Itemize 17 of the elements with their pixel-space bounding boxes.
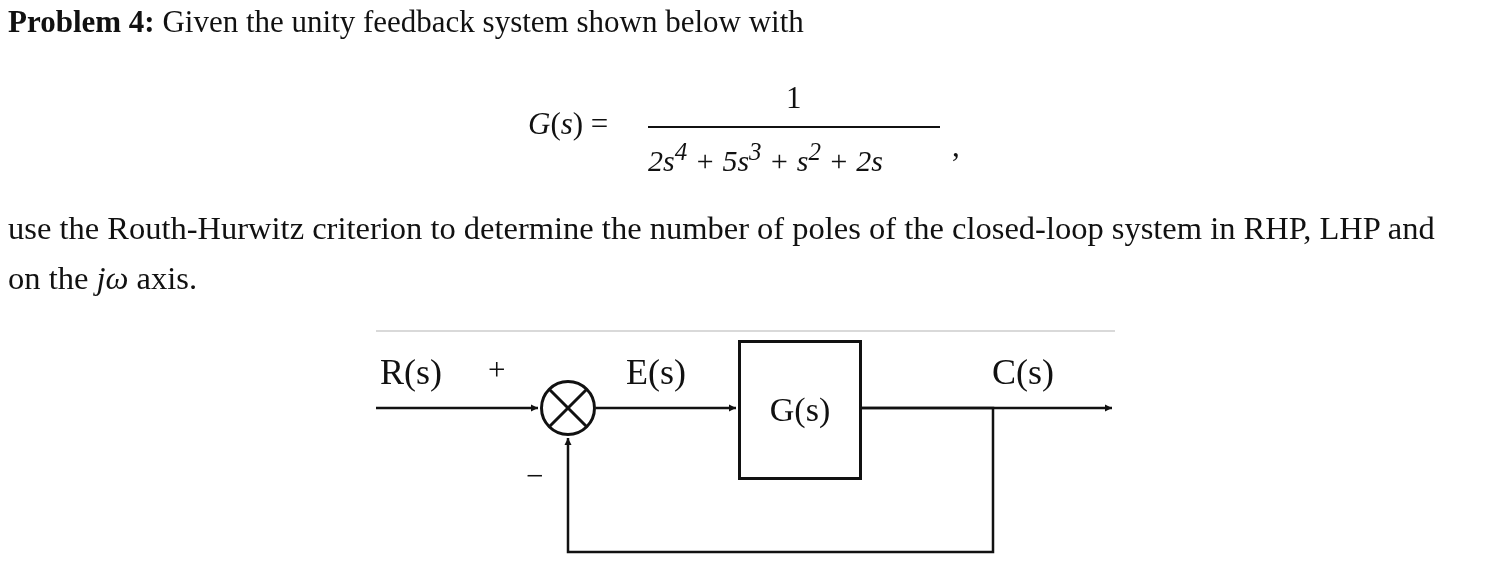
punctuation-text: , xyxy=(952,128,960,164)
signal-label: R(s) xyxy=(380,352,442,392)
equation-text: G(s) = xyxy=(528,106,609,142)
sign-label: + xyxy=(488,352,506,388)
signal-arrow xyxy=(376,404,538,412)
sign-label: − xyxy=(526,458,544,494)
denominator-text: 2s$^{4}$ + 5s$^{3}$ + s$^{2}$ + 2s xyxy=(648,137,883,179)
signal-arrow xyxy=(564,406,995,554)
signal-label: E(s) xyxy=(626,352,686,392)
signal-arrow xyxy=(596,404,736,412)
signal-label: C(s) xyxy=(992,352,1054,392)
numerator-text: 1 xyxy=(786,80,802,116)
block-label: G(s) xyxy=(769,391,831,429)
transfer-function-block xyxy=(738,340,862,480)
question-paragraph: use the Routh-Hurwitz criterion to determine the number of poles of the closed-loop system in RHP, LHP and on the jω axis. xyxy=(8,209,1436,298)
problem-heading: Problem 4: Given the unity feedback system shown below with xyxy=(8,4,804,40)
summing-junction xyxy=(540,380,596,436)
